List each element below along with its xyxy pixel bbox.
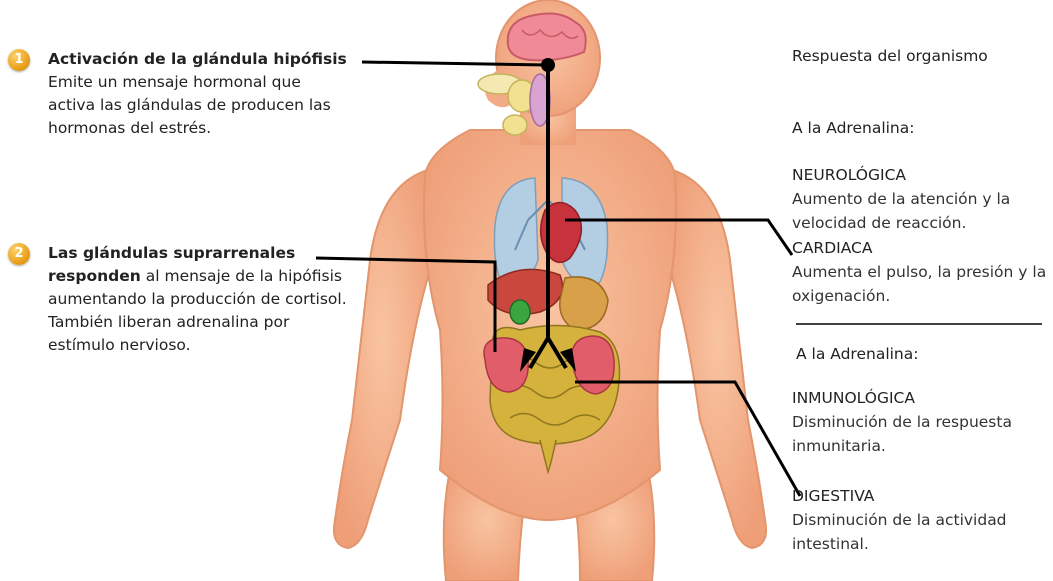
salivary-glands — [478, 74, 550, 135]
response-title: Respuesta del organismo — [792, 44, 988, 68]
adrenaline-heading-1: A la Adrenalina: — [792, 116, 914, 140]
step-1-text: Emite un mensaje hormonal que activa las… — [48, 71, 348, 140]
adrenaline-heading-2: A la Adrenalina: — [796, 342, 918, 366]
step-number-badge: 1 — [8, 49, 30, 71]
immunological-text: Disminución de la respuesta inmunitaria. — [792, 410, 1032, 458]
neurological-text: Aumento de la atención y la velocidad de… — [792, 187, 1052, 235]
step-2: 2 Las glándulas suprarrenales responden … — [8, 242, 348, 357]
brain — [508, 14, 586, 61]
immunological-response: INMUNOLÓGICA Disminución de la respuesta… — [792, 386, 1032, 458]
digestive-text: Disminución de la actividad intestinal. — [792, 508, 1052, 556]
digestive-label: DIGESTIVA — [792, 484, 1052, 508]
cardiac-label: CARDIACA — [792, 236, 1052, 260]
cardiac-response: CARDIACA Aumenta el pulso, la presión y … — [792, 236, 1052, 308]
neurological-response: NEUROLÓGICA Aumento de la atención y la … — [792, 163, 1052, 235]
step-number-badge: 2 — [8, 243, 30, 265]
neurological-label: NEUROLÓGICA — [792, 163, 1052, 187]
cardiac-text: Aumenta el pulso, la presión y la oxigen… — [792, 260, 1052, 308]
step-1-title: Activación de la glándula hipófisis — [48, 48, 348, 71]
step-1: 1 Activación de la glándula hipófisis Em… — [8, 48, 348, 140]
immunological-label: INMUNOLÓGICA — [792, 386, 1032, 410]
digestive-response: DIGESTIVA Disminución de la actividad in… — [792, 484, 1052, 556]
gallbladder — [510, 300, 530, 324]
